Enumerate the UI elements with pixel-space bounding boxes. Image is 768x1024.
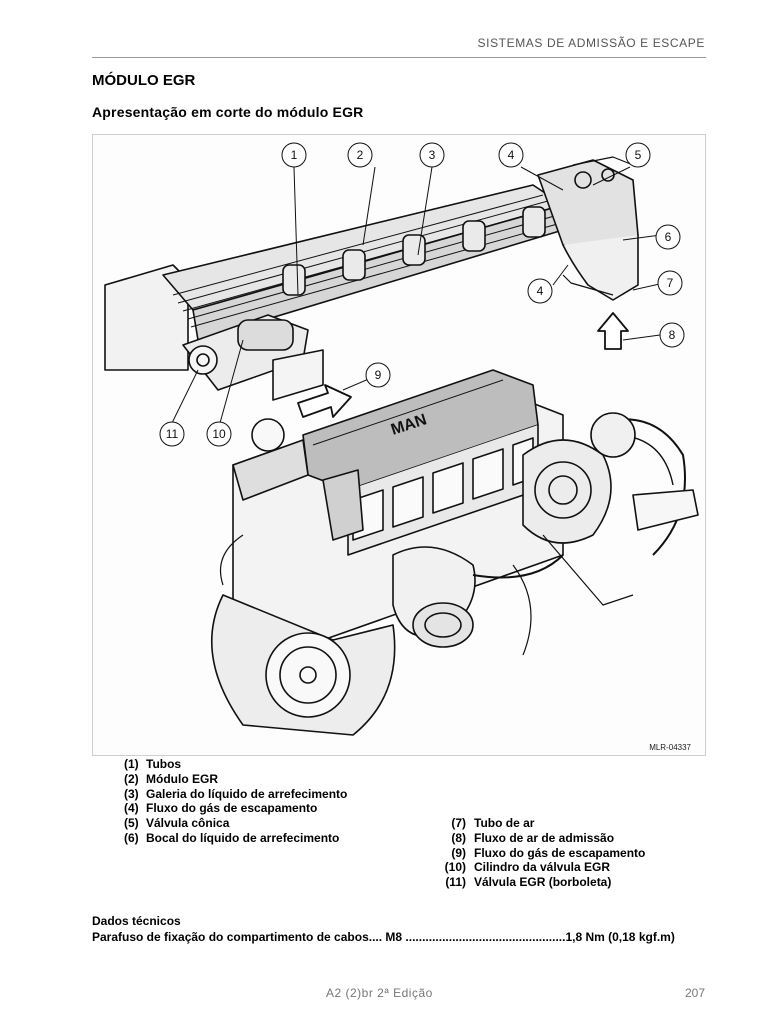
svg-text:3: 3 xyxy=(429,148,436,162)
callout-10: 10 xyxy=(206,421,232,447)
legend-item: (4) Fluxo do gás de escapamento xyxy=(124,801,347,816)
legend-item: (8) Fluxo de ar de admissão xyxy=(438,831,645,846)
legend-item: (10) Cilindro da válvula EGR xyxy=(438,860,645,875)
legend-item: (11) Válvula EGR (borboleta) xyxy=(438,875,645,890)
legend-text: Tubo de ar xyxy=(474,816,535,830)
legend-text: Módulo EGR xyxy=(146,771,218,786)
legend-number: (9) xyxy=(451,845,466,860)
legend-item: (1) Tubos xyxy=(124,757,347,772)
svg-text:6: 6 xyxy=(665,230,672,244)
legend-text: Fluxo de ar de admissão xyxy=(474,830,615,845)
figure-subtitle: Apresentação em corte do módulo EGR xyxy=(92,104,364,120)
legend-left: (1) Tubos (2) Módulo EGR (3) Galeria do líq… xyxy=(124,757,347,846)
callout-7: 7 xyxy=(657,270,683,296)
legend-number: (1) xyxy=(124,757,139,771)
callout-1: 1 xyxy=(281,142,307,168)
svg-text:4: 4 xyxy=(537,284,544,298)
callout-8: 8 xyxy=(659,322,685,348)
legend-text: Fluxo do gás de escapamento xyxy=(474,845,646,860)
svg-text:7: 7 xyxy=(667,276,674,290)
technical-data-line: Parafuso de fixação do compartimento de … xyxy=(92,930,675,944)
page-number: 207 xyxy=(684,986,705,1000)
legend-number: (3) xyxy=(124,786,139,801)
svg-text:4: 4 xyxy=(508,148,515,162)
legend-item: (3) Galeria do líquido de arrefecimento xyxy=(124,787,347,802)
legend-number: (5) xyxy=(124,816,139,831)
legend-right: (7) Tubo de ar (8) Fluxo de ar de admissão… xyxy=(438,816,646,890)
callout-4: 4 xyxy=(498,142,524,168)
legend-item: (5) Válvula cônica xyxy=(124,816,347,831)
footer-edition: A2 (2)br 2ª Edição xyxy=(326,986,433,1000)
callout-9: 9 xyxy=(365,362,391,388)
legend-text: Bocal do líquido de arrefecimento xyxy=(146,830,340,845)
legend-item: (6) Bocal do líquido de arrefecimento xyxy=(124,831,347,846)
legend-item: (7) Tubo de ar xyxy=(438,816,645,831)
svg-text:2: 2 xyxy=(357,148,364,162)
legend-number: (2) xyxy=(124,771,139,786)
section-title: MÓDULO EGR xyxy=(92,72,196,89)
legend-item: (9) Fluxo do gás de escapamento xyxy=(438,846,645,861)
legend-number: (10) xyxy=(444,860,466,875)
svg-text:10: 10 xyxy=(212,427,226,441)
legend-text: Galeria do líquido de arrefecimento xyxy=(146,786,348,801)
legend-text: Tubos xyxy=(146,757,182,771)
legend-text: Fluxo do gás de escapamento xyxy=(146,801,318,816)
callout-5: 5 xyxy=(625,142,651,168)
egr-module-illustration: MAN 1 2 3 4 5 6 4 7 8 9 xyxy=(92,134,706,756)
svg-text:5: 5 xyxy=(635,148,642,162)
legend-text: Válvula cônica xyxy=(146,816,230,831)
technical-data-title: Dados técnicos xyxy=(92,914,181,928)
header-rule xyxy=(92,57,706,58)
svg-text:9: 9 xyxy=(375,368,382,382)
legend-number: (4) xyxy=(124,801,139,816)
svg-text:8: 8 xyxy=(669,328,676,342)
svg-text:1: 1 xyxy=(291,148,298,162)
callout-11: 11 xyxy=(159,421,185,447)
legend-item: (2) Módulo EGR xyxy=(124,772,347,787)
svg-text:11: 11 xyxy=(166,427,179,441)
running-header: SISTEMAS DE ADMISSÃO E ESCAPE xyxy=(477,36,705,50)
legend-number: (6) xyxy=(124,830,139,845)
legend-number: (7) xyxy=(451,816,466,830)
callout-3: 3 xyxy=(419,142,445,168)
legend-number: (8) xyxy=(451,830,466,845)
legend-number: (11) xyxy=(445,875,466,890)
engine-drawing: MAN 1 2 3 4 5 6 4 7 8 9 xyxy=(104,142,699,736)
legend-text: Cilindro da válvula EGR xyxy=(474,860,611,875)
figure-code: MLR-04337 xyxy=(649,743,691,752)
legend-text: Válvula EGR (borboleta) xyxy=(474,875,612,890)
callout-2: 2 xyxy=(347,142,373,168)
callout-4b: 4 xyxy=(527,278,553,304)
callout-6: 6 xyxy=(655,224,681,250)
